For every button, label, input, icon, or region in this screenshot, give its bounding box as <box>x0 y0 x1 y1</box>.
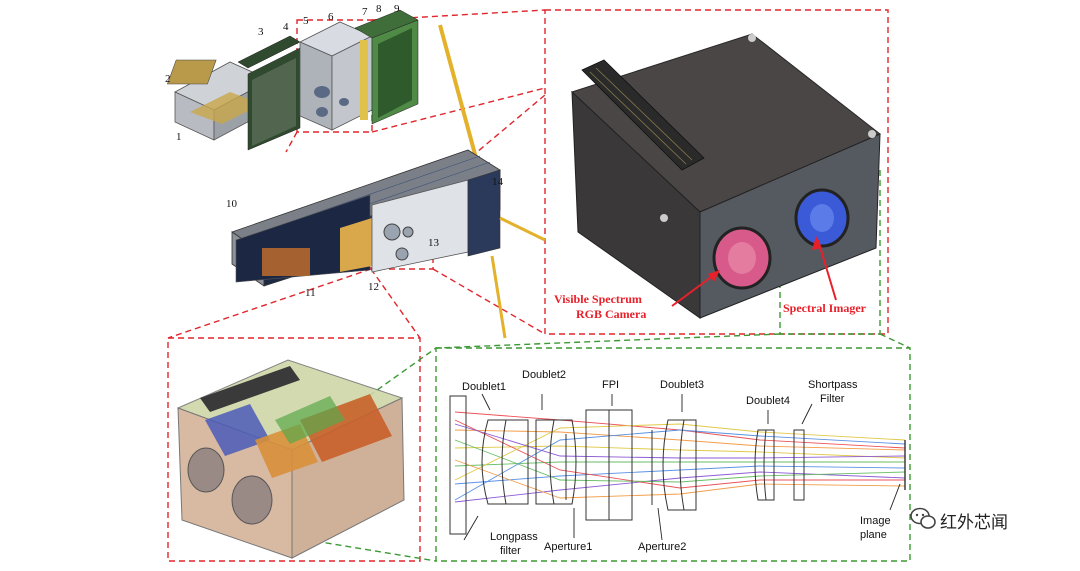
svg-text:12: 12 <box>368 281 379 293</box>
callout-line <box>285 131 298 153</box>
svg-text:1: 1 <box>176 131 182 143</box>
doublet2-element <box>535 419 577 505</box>
rgb-camera-label-line2: RGB Camera <box>576 307 646 321</box>
doublet1-label: Doublet1 <box>462 381 506 393</box>
longpass-label-line1: Longpass <box>490 531 538 543</box>
optical-layout-frame <box>435 347 911 562</box>
doublet2-label: Doublet2 <box>522 369 566 381</box>
longpass-label-line2: filter <box>500 545 521 557</box>
exploded-cubesat-illustration: 1 2 3 4 5 6 7 8 9 <box>165 3 478 159</box>
image-plane-label-line2: plane <box>860 529 887 541</box>
callout-line <box>370 268 421 339</box>
spectral-imager-label: Spectral Imager <box>783 301 867 315</box>
cad-transparent-render <box>176 359 405 559</box>
doublet4-element <box>754 429 775 501</box>
aperture1-label: Aperture1 <box>544 541 592 553</box>
green-callout-line <box>295 347 437 449</box>
optical-ray-diagram: Doublet1 Doublet2 FPI Doublet3 Doublet4 … <box>449 369 906 557</box>
longpass-filter-element <box>449 395 467 535</box>
svg-text:9: 9 <box>394 3 400 15</box>
cad-render-frame <box>167 337 421 562</box>
spectral-arrow <box>817 239 837 301</box>
callout-line <box>432 268 546 335</box>
image-plane-label-line1: Image <box>860 515 891 527</box>
fpi-label: FPI <box>602 379 619 391</box>
doublet1-element <box>481 419 529 505</box>
shortpass-label-line2: Filter <box>820 393 845 405</box>
aperture2-label: Aperture2 <box>638 541 686 553</box>
svg-text:14: 14 <box>492 176 504 188</box>
svg-text:8: 8 <box>376 3 382 15</box>
doublet4-label: Doublet4 <box>746 395 790 407</box>
svg-text:6: 6 <box>328 11 334 23</box>
svg-text:4: 4 <box>283 21 289 33</box>
callout-line <box>167 268 372 339</box>
rgb-camera-label-line1: Visible Spectrum <box>554 292 642 306</box>
doublet3-label: Doublet3 <box>660 379 704 391</box>
callout-line <box>371 9 546 21</box>
assembled-cubesat-illustration: 10 11 12 13 14 <box>226 149 546 339</box>
rgb-arrow <box>671 271 719 307</box>
svg-text:11: 11 <box>305 287 316 299</box>
svg-text:10: 10 <box>226 198 238 210</box>
shortpass-filter-element <box>793 429 805 501</box>
watermark: 红外芯闻 <box>910 507 1008 533</box>
svg-text:2: 2 <box>165 73 171 85</box>
doublet3-element <box>662 419 697 511</box>
svg-text:5: 5 <box>303 15 309 27</box>
camera-photo: Visible Spectrum RGB Camera Spectral Ima… <box>554 33 881 321</box>
camera-photo-frame <box>544 9 889 335</box>
svg-text:13: 13 <box>428 237 440 249</box>
shortpass-label-line1: Shortpass <box>808 379 858 391</box>
watermark-text: 红外芯闻 <box>940 513 1008 533</box>
green-callout-line <box>879 333 911 349</box>
wechat-icon <box>910 507 936 529</box>
svg-text:3: 3 <box>258 26 264 38</box>
svg-text:7: 7 <box>362 6 368 18</box>
green-callout-line <box>435 333 781 349</box>
